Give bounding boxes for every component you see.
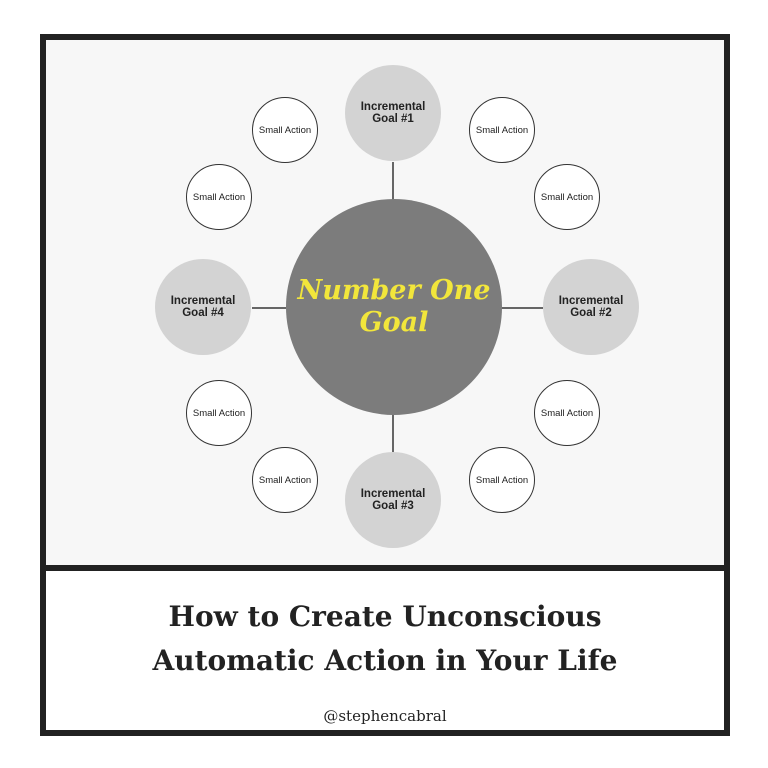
diagram-panel: Number One Goal Incremental Goal #1 Incr… (46, 40, 724, 565)
poster-frame: Number One Goal Incremental Goal #1 Incr… (40, 34, 730, 736)
small-action-circle: Small Action (534, 380, 600, 446)
connector-right (501, 307, 543, 309)
connector-top (392, 162, 394, 202)
caption-divider (46, 565, 724, 571)
incremental-goal-1-circle: Incremental Goal #1 (345, 65, 441, 161)
small-action-label: Small Action (540, 191, 594, 203)
incremental-goal-3-line1: Incremental (360, 488, 426, 500)
small-action-label: Small Action (475, 124, 529, 136)
incremental-goal-1-line2: Goal #1 (372, 113, 414, 125)
incremental-goal-3-circle: Incremental Goal #3 (345, 452, 441, 548)
incremental-goal-3-line2: Goal #3 (372, 500, 414, 512)
small-action-circle: Small Action (186, 164, 252, 230)
caption-title-line2: Automatic Action in Your Life (152, 644, 618, 677)
small-action-label: Small Action (192, 407, 246, 419)
incremental-goal-2-line2: Goal #2 (570, 307, 612, 319)
small-action-circle: Small Action (469, 447, 535, 513)
small-action-label: Small Action (258, 474, 312, 486)
caption-panel: How to Create Unconscious Automatic Acti… (46, 571, 724, 730)
number-one-goal-label: Number One Goal (297, 275, 491, 338)
incremental-goal-4-line2: Goal #4 (182, 307, 224, 319)
number-one-goal-circle: Number One Goal (286, 199, 502, 415)
small-action-circle: Small Action (252, 97, 318, 163)
small-action-label: Small Action (540, 407, 594, 419)
incremental-goal-4-circle: Incremental Goal #4 (155, 259, 251, 355)
caption-title-line1: How to Create Unconscious (168, 600, 602, 633)
small-action-circle: Small Action (186, 380, 252, 446)
small-action-circle: Small Action (469, 97, 535, 163)
author-handle: @stephencabral (323, 707, 447, 725)
connector-bottom (392, 412, 394, 452)
small-action-label: Small Action (258, 124, 312, 136)
small-action-label: Small Action (192, 191, 246, 203)
incremental-goal-2-line1: Incremental (558, 295, 624, 307)
connector-left (252, 307, 286, 309)
incremental-goal-2-circle: Incremental Goal #2 (543, 259, 639, 355)
small-action-circle: Small Action (252, 447, 318, 513)
incremental-goal-4-line1: Incremental (170, 295, 236, 307)
incremental-goal-1-line1: Incremental (360, 101, 426, 113)
caption-title: How to Create Unconscious Automatic Acti… (46, 595, 724, 683)
small-action-label: Small Action (475, 474, 529, 486)
small-action-circle: Small Action (534, 164, 600, 230)
